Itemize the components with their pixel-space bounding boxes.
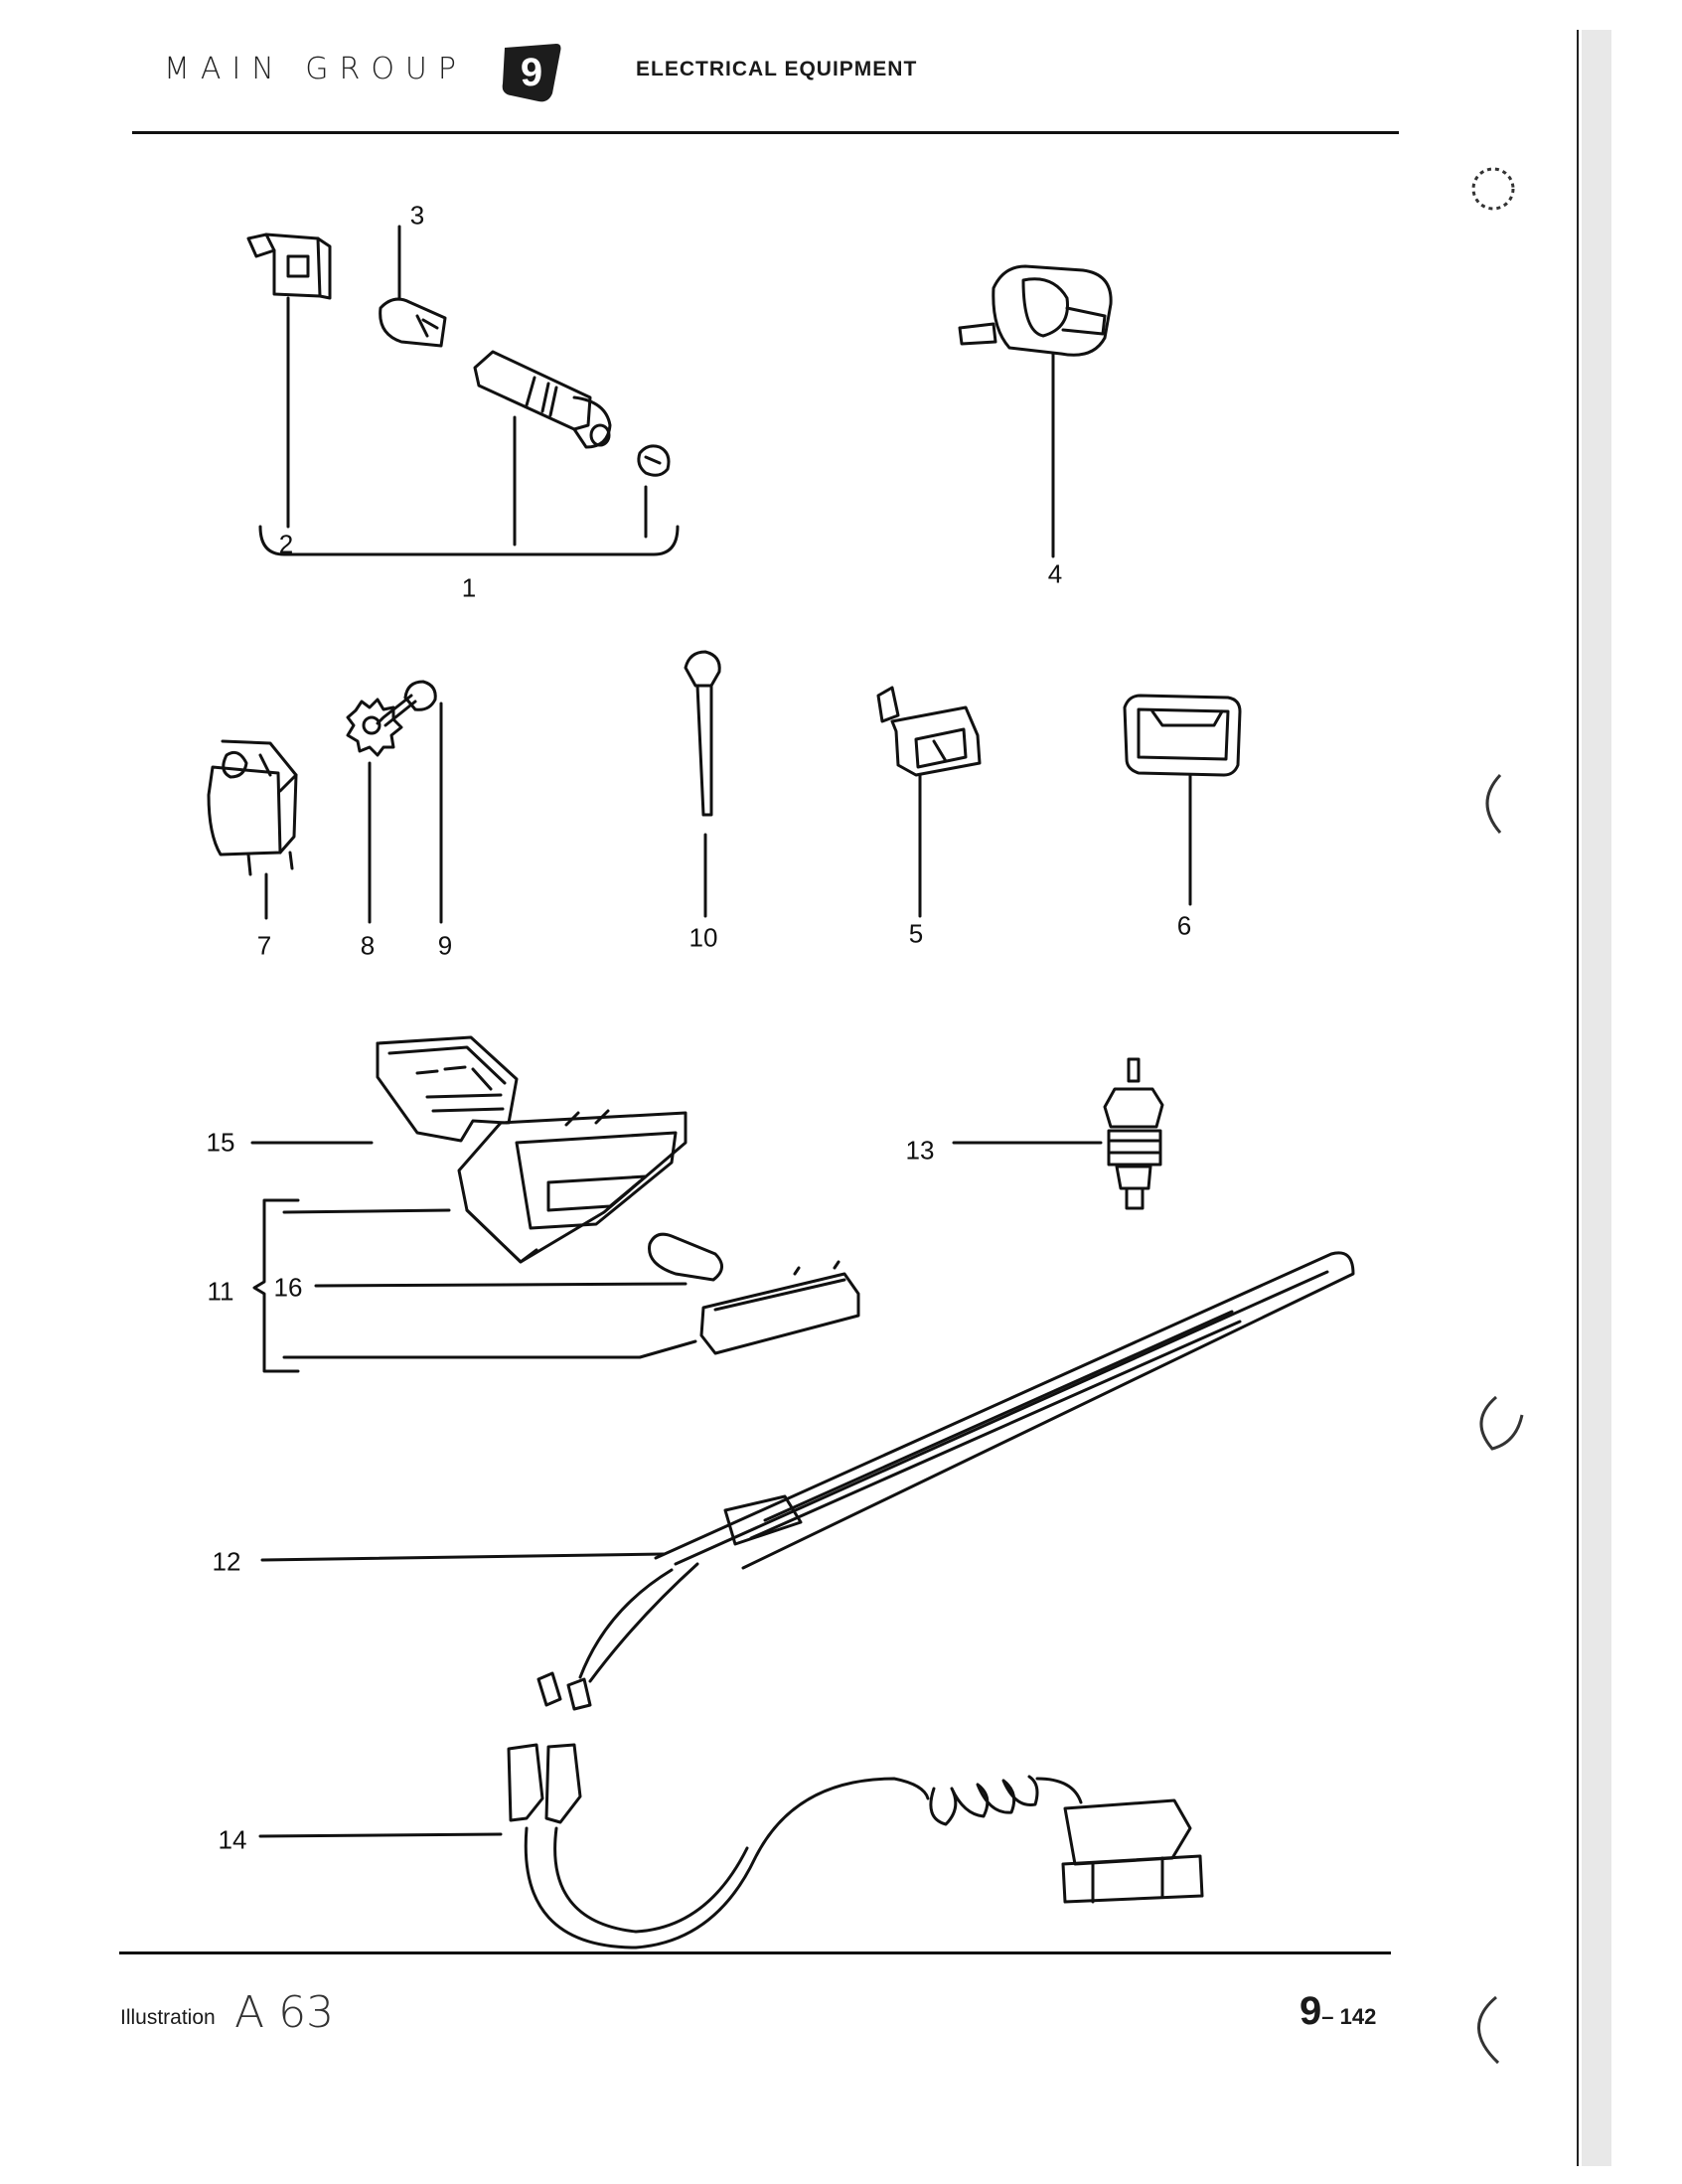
bulb-part-16 <box>648 1232 723 1282</box>
callout-6: 6 <box>1176 910 1192 941</box>
callout-12: 12 <box>212 1546 241 1577</box>
switch-part-4 <box>958 264 1113 357</box>
callout-13: 13 <box>905 1135 935 1166</box>
group-number: 9 <box>521 51 542 94</box>
illustration-label: Illustration <box>120 2006 216 2029</box>
connector-part-15 <box>376 1035 519 1143</box>
bulb-part-3 <box>379 297 447 348</box>
callout-7: 7 <box>256 930 272 961</box>
footer-rule <box>119 1951 1391 1954</box>
callout-1: 1 <box>461 572 477 603</box>
heating-element-part-12 <box>536 1251 1355 1711</box>
callout-16: 16 <box>273 1272 303 1303</box>
star-washer-part-8 <box>346 698 403 757</box>
main-group-label: MAIN GROUP <box>164 52 467 86</box>
callout-2: 2 <box>278 529 294 559</box>
switch-cap-part-6 <box>1123 694 1242 777</box>
relay-part-7 <box>207 739 298 876</box>
callout-9: 9 <box>437 930 453 961</box>
binding-shadow <box>1582 30 1611 2166</box>
callout-14: 14 <box>218 1824 247 1855</box>
wiring-harness-part-14 <box>507 1743 1204 1950</box>
grommet-part-1 <box>637 444 671 477</box>
callout-3: 3 <box>409 200 425 231</box>
section-title: ELECTRICAL EQUIPMENT <box>636 58 918 80</box>
lens-part-11 <box>699 1260 860 1355</box>
page-major: 9 <box>1300 1989 1322 2033</box>
page-minor: – 142 <box>1321 2004 1377 2029</box>
bulb-holder-part-2 <box>246 233 332 300</box>
bracket-1 <box>258 525 680 556</box>
callout-5: 5 <box>908 918 924 949</box>
callout-10: 10 <box>688 922 718 953</box>
callout-15: 15 <box>206 1127 235 1158</box>
callout-11: 11 <box>207 1276 234 1307</box>
page-number: 9– 142 <box>1300 1989 1376 2034</box>
screw-part-9 <box>376 680 437 727</box>
header-rule <box>132 131 1399 134</box>
rocker-switch-part-5 <box>876 686 982 777</box>
fuse-tube-part-1 <box>473 350 612 449</box>
sensor-probe-part-10 <box>684 650 721 817</box>
callout-4: 4 <box>1047 558 1063 589</box>
illustration-id: A 63 <box>234 1987 335 2038</box>
temperature-sender-part-13 <box>1103 1057 1164 1210</box>
group-badge: 9 <box>497 38 566 107</box>
callout-8: 8 <box>360 930 376 961</box>
bracket-11 <box>252 1198 300 1373</box>
punch-holes <box>1471 167 1524 2065</box>
housing-part-11 <box>457 1109 688 1264</box>
